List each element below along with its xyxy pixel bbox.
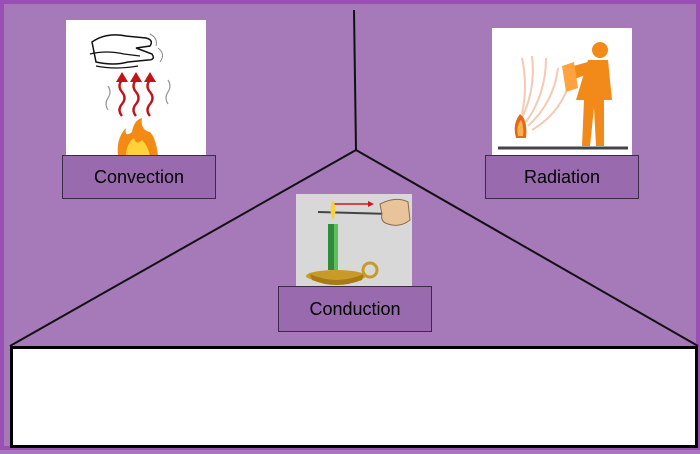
convection-label: Convection (62, 155, 216, 199)
divider-lines (9, 9, 699, 347)
conduction-label: Conduction (278, 286, 432, 332)
top-divider-line (353, 9, 357, 151)
conduction-picture (296, 194, 412, 286)
left-divider-line (9, 149, 357, 347)
radiation-picture (492, 28, 632, 156)
hand-over-fire-icon (89, 33, 171, 156)
answer-box[interactable] (10, 346, 698, 448)
convection-picture (66, 20, 206, 156)
candle-heating-rod-icon (306, 198, 411, 285)
radiation-label: Radiation (485, 155, 639, 199)
person-by-heater-icon (498, 42, 628, 150)
right-divider-line (355, 149, 699, 347)
